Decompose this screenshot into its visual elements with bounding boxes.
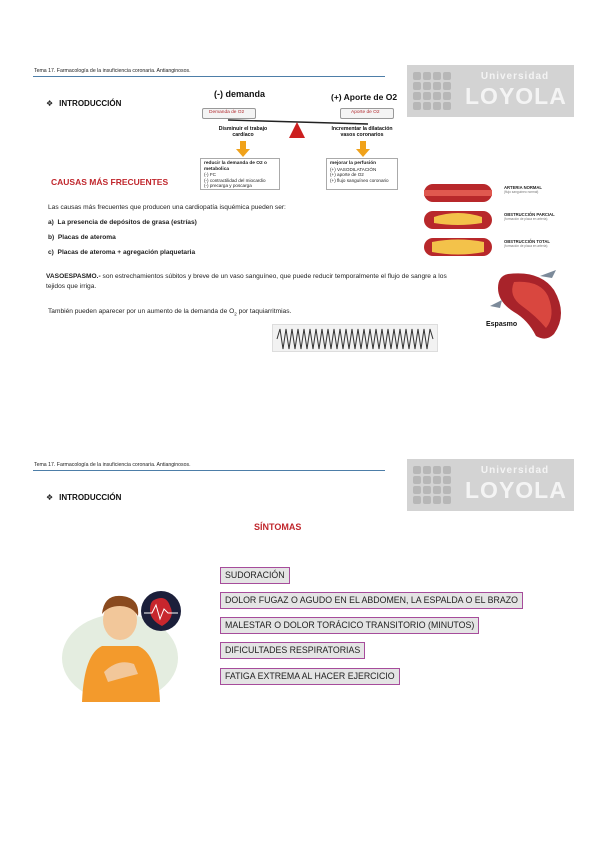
supply-plate-label: Aporte de O2 bbox=[351, 110, 380, 115]
cause-text: Placas de ateroma + agregación plaquetar… bbox=[57, 249, 196, 256]
page-header: Tema 17. Farmacología de la insuficienci… bbox=[34, 68, 191, 74]
logo-text-top: Universidad bbox=[480, 465, 550, 476]
demand-card: reducir la demanda de O2 o metabolica (-… bbox=[200, 158, 280, 190]
vasoespasmo-paragraph: VASOESPASMO.- son estrechamientos súbito… bbox=[46, 272, 466, 291]
spasm-vessel-icon bbox=[490, 270, 561, 339]
symptom-box: DIFICULTADES RESPIRATORIAS bbox=[220, 642, 366, 659]
demand-card-line: (-) contractilidad del miocardio bbox=[204, 177, 266, 183]
espasmo-label: Espasmo bbox=[486, 321, 518, 328]
demand-card-title: reducir la demanda de O2 o metabolica bbox=[204, 161, 267, 172]
symptom-box: DOLOR FUGAZ O AGUDO EN EL ABDOMEN, LA ES… bbox=[220, 592, 523, 609]
artery-row: ARTERIA NORMAL (flujo sanguíneo normal) bbox=[504, 185, 542, 194]
university-logo: Universidad LOYOLA bbox=[407, 459, 574, 511]
chest-pain-illustration bbox=[62, 584, 188, 704]
cause-letter: a) bbox=[48, 219, 54, 226]
balance-diagram: (-) demanda (+) Aporte de O2 Demanda de … bbox=[196, 86, 402, 196]
logo-text-top: Universidad bbox=[480, 71, 550, 82]
espasmo-illustration: Espasmo bbox=[484, 266, 566, 344]
symptom-box: SUDORACIÓN bbox=[220, 567, 290, 584]
balance-beam-icon bbox=[227, 119, 369, 138]
causes-intro: Las causas más frecuentes que producen u… bbox=[48, 204, 286, 211]
logo-mark-icon bbox=[413, 466, 451, 504]
artery-row: OBSTRUCCIÓN PARCIAL (formación de placa … bbox=[504, 212, 555, 221]
cause-letter: b) bbox=[48, 234, 55, 241]
university-logo: Universidad LOYOLA bbox=[407, 65, 574, 117]
tachy-text-before: También pueden aparecer por un aumento d… bbox=[48, 308, 235, 315]
cause-item: c) Placas de ateroma + agregación plaque… bbox=[48, 248, 195, 258]
logo-mark-icon bbox=[413, 72, 451, 110]
logo-text-bottom: LOYOLA bbox=[465, 477, 567, 503]
artery-cross-sections-icon bbox=[424, 184, 492, 256]
supply-card-line: (+) aporte de O2 bbox=[330, 172, 364, 178]
artery-sublabel: (formación de placa en arteria) bbox=[504, 244, 548, 248]
supply-card-line: (+) VASODILATACIÓN bbox=[330, 166, 377, 172]
demand-card-line: (-) precarga y poscarga bbox=[204, 183, 252, 189]
diamond-bullet-icon: ❖ bbox=[46, 99, 54, 108]
down-arrow-left-icon bbox=[236, 141, 250, 157]
cause-letter: c) bbox=[48, 249, 54, 256]
tachy-paragraph: También pueden aparecer por un aumento d… bbox=[48, 307, 291, 319]
artery-label: OBSTRUCCIÓN TOTAL bbox=[504, 239, 550, 244]
vasoespasmo-term: VASOESPASMO.- bbox=[46, 273, 101, 280]
causes-title: CAUSAS MÁS FRECUENTES bbox=[51, 177, 169, 187]
supply-plate: Aporte de O2 bbox=[340, 108, 394, 119]
artery-row: OBSTRUCCIÓN TOTAL (formación de placa en… bbox=[504, 239, 550, 248]
arteries-illustration: ARTERIA NORMAL (flujo sanguíneo normal) … bbox=[422, 180, 564, 260]
cause-text: La presencia de depósitos de grasa (estr… bbox=[57, 219, 197, 226]
section-title-text: INTRODUCCIÓN bbox=[59, 99, 122, 108]
section-title: ❖ INTRODUCCIÓN bbox=[46, 493, 121, 502]
demand-plate: Demanda de O2 bbox=[202, 108, 256, 119]
supply-card-title: mejorar la perfusión bbox=[330, 161, 377, 166]
balance-left-title: (-) demanda bbox=[214, 89, 266, 99]
symptom-box: MALESTAR O DOLOR TORÁCICO TRANSITORIO (M… bbox=[220, 617, 480, 634]
vasoespasmo-text: son estrechamientos súbitos y breve de u… bbox=[46, 273, 447, 290]
artery-label: OBSTRUCCIÓN PARCIAL bbox=[504, 212, 555, 217]
down-arrow-right-icon bbox=[356, 141, 370, 157]
ecg-strip bbox=[272, 324, 438, 352]
symptom-box: FATIGA EXTREMA AL HACER EJERCICIO bbox=[220, 668, 400, 685]
balance-left-caption: Disminuir el trabajo cardíaco bbox=[218, 126, 268, 139]
diamond-bullet-icon: ❖ bbox=[46, 493, 54, 502]
symptoms-title: SÍNTOMAS bbox=[254, 522, 302, 532]
balance-right-title: (+) Aporte de O2 bbox=[331, 92, 398, 102]
artery-sublabel: (flujo sanguíneo normal) bbox=[504, 190, 539, 194]
cause-item: a) La presencia de depósitos de grasa (e… bbox=[48, 218, 197, 228]
section-title: ❖ INTRODUCCIÓN bbox=[46, 99, 121, 108]
demand-plate-label: Demanda de O2 bbox=[209, 110, 245, 115]
header-line bbox=[33, 470, 385, 471]
tachyarrhythmia-ecg-icon bbox=[276, 328, 434, 350]
tachy-text-after: por taquiarritmias. bbox=[236, 308, 292, 315]
logo-text-bottom: LOYOLA bbox=[465, 83, 567, 109]
artery-label: ARTERIA NORMAL bbox=[504, 185, 542, 190]
person-chest-pain-icon bbox=[62, 591, 181, 702]
artery-sublabel: (formación de placa en arteria) bbox=[504, 217, 548, 221]
demand-card-line: (-) FC bbox=[204, 172, 216, 178]
section-title-text: INTRODUCCIÓN bbox=[59, 493, 122, 502]
supply-card-line: (+) flujo sanguíneo coronario bbox=[330, 177, 389, 183]
header-line bbox=[33, 76, 385, 77]
tachy-subscript: 2 bbox=[234, 311, 237, 317]
page-header: Tema 17. Farmacología de la insuficienci… bbox=[34, 462, 191, 468]
cause-text: Placas de ateroma bbox=[57, 234, 116, 241]
cause-item: b) Placas de ateroma bbox=[48, 233, 116, 243]
balance-right-caption: Incrementar la dilatación vasos coronari… bbox=[331, 126, 393, 139]
supply-card: mejorar la perfusión (+) VASODILATACIÓN … bbox=[326, 158, 398, 190]
